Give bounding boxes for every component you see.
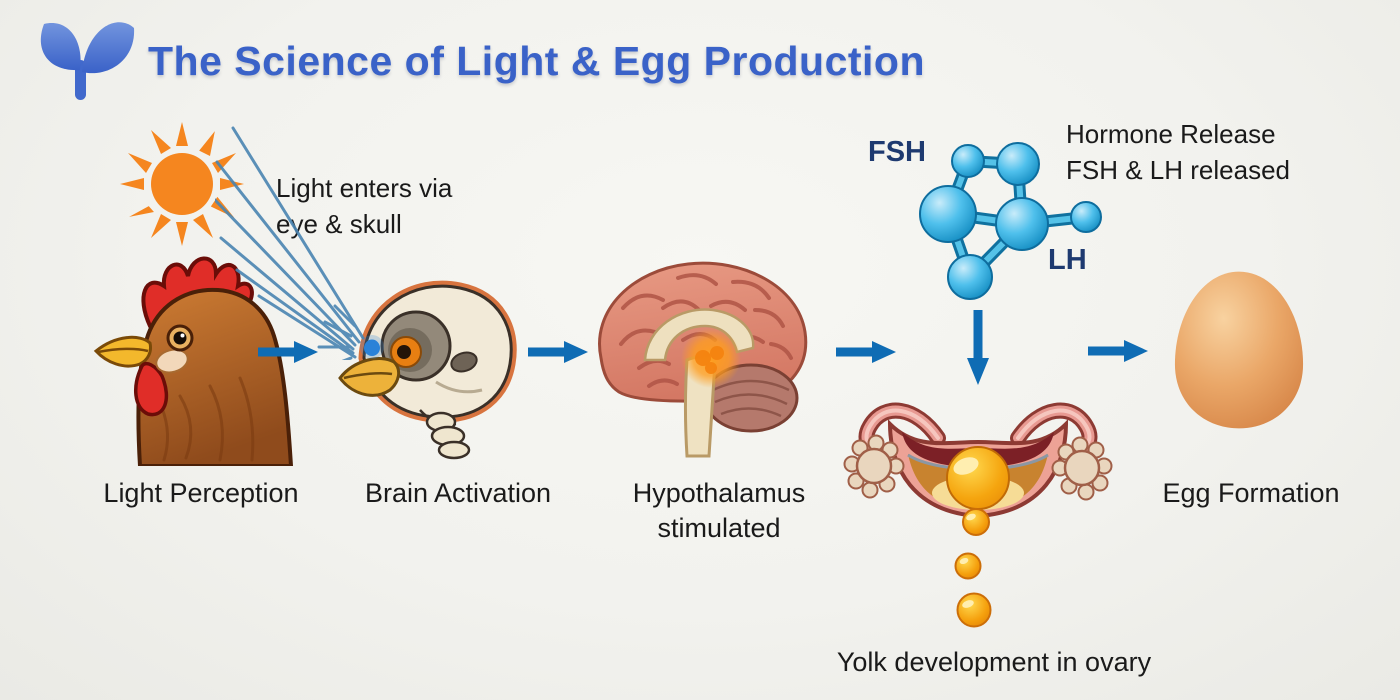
brain-corpus-callosum [643,308,755,362]
arrow-hen-to-skull-icon [258,341,318,363]
brain-illustration [598,261,808,458]
right-ovary-cluster [1051,436,1113,501]
left-ovary-cluster [843,434,905,499]
hormone-release-line2: FSH & LH released [1066,155,1290,185]
arrow-brain-to-ovary-icon [836,341,896,363]
large-yolk [946,446,1010,510]
label-yolk-development: Yolk development in ovary [836,647,1152,677]
fsh-label: FSH [868,136,926,168]
light-entry-line1: Light enters via [276,173,453,203]
hen-beak [93,335,152,368]
falling-yolk-2 [954,552,982,580]
skull-eye-pupil [397,345,411,359]
falling-yolk-3 [956,592,992,628]
light-entry-caption: Light enters via eye & skull [276,170,452,242]
falling-yolk-1 [962,508,990,536]
sun-rays [120,122,244,246]
page-title: The Science of Light & Egg Production [148,38,926,84]
bird-skull-illustration [338,280,517,460]
lh-label: LH [1048,244,1087,276]
molecule-atoms [919,142,1102,300]
label-brain-activation: Brain Activation [364,478,552,508]
egg-shape [1174,271,1304,429]
hen-eye [173,331,187,345]
hypothalamus-cluster [695,346,724,374]
arrow-skull-to-brain-icon [528,341,588,363]
light-convergence-dot [364,339,380,355]
hormone-release-caption: Hormone Release FSH & LH released [1066,116,1290,188]
hen-head-illustration [93,256,294,466]
arrow-molecule-to-ovary-icon [967,310,989,385]
hen-cheek [155,348,189,374]
label-hypothalamus-line2: stimulated [657,513,781,543]
label-hypothalamus-line1: Hypothalamus [632,478,806,508]
sun-core [151,153,213,215]
hen-wattle [134,361,169,417]
brain-gyri [619,273,793,388]
label-light-perception: Light Perception [103,478,299,508]
arrow-ovary-to-egg-icon [1088,340,1148,362]
skull-vertebrae [419,409,471,460]
skull-nostril [450,351,478,373]
sun-icon [120,122,244,246]
light-rays [215,126,384,360]
egg-illustration [1174,271,1304,429]
label-hypothalamus: Hypothalamus stimulated [594,476,844,546]
ovary-illustration [843,402,1113,519]
skull-beak [338,357,401,397]
sprout-logo-icon [40,22,135,100]
falling-yolks-illustration [954,508,992,628]
hen-feather-lines [160,376,255,462]
hormone-molecule-illustration [919,142,1102,300]
label-egg-formation: Egg Formation [1162,478,1340,508]
hormone-release-line1: Hormone Release [1066,119,1276,149]
